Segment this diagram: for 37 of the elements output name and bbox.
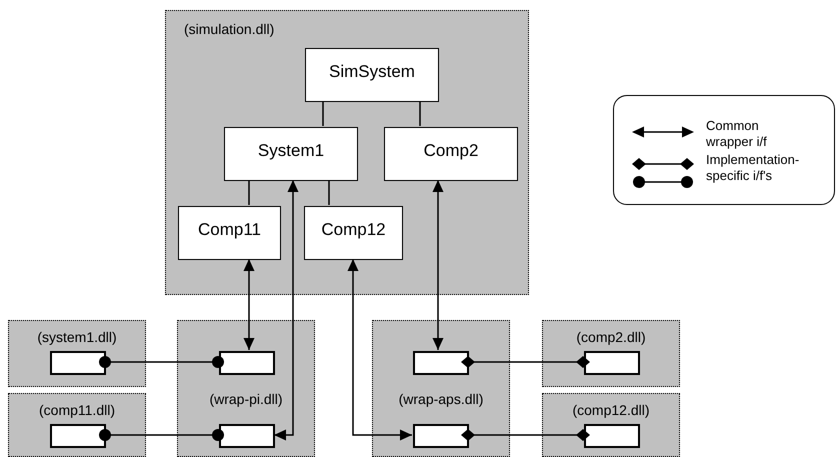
panel-label: (simulation.dll) [184,20,274,39]
arrow [348,259,412,440]
dll-panel [542,393,680,457]
component-box: Comp11 [178,206,281,260]
connector-line [419,101,421,126]
port-box [219,424,275,448]
panel-label: (comp2.dll) [575,328,647,347]
dll-panel [8,393,146,457]
port-box [584,351,640,375]
connector-line [328,180,330,205]
component-box: Comp2 [384,127,518,181]
connector-line [322,101,324,126]
panel-label: (system1.dll) [36,328,118,347]
arrow [432,180,444,350]
arrow [244,259,254,350]
component-box: SimSystem [305,48,439,102]
panel-label: (wrap-aps.dll) [398,390,484,409]
port-box [50,424,106,448]
port-box [584,424,640,448]
connector-line [248,180,250,205]
panel-label: (comp12.dll) [571,401,651,420]
dll-panel [542,320,680,387]
port-box [413,424,469,448]
port-box [219,351,275,375]
arrow [274,180,298,440]
panel-label: (comp11.dll) [38,401,116,420]
dll-panel [177,320,315,457]
component-box: Comp12 [304,206,403,260]
component-box: System1 [224,127,358,181]
port-box [413,351,469,375]
panel-label: (wrap-pi.dll) [208,390,284,409]
legend-text: Implementation-specific i/f's [706,152,800,184]
legend-text: Common wrapper i/f [706,118,768,150]
dll-panel [8,320,146,387]
dll-panel [372,320,510,457]
port-box [50,351,106,375]
dll-panel [165,10,529,295]
